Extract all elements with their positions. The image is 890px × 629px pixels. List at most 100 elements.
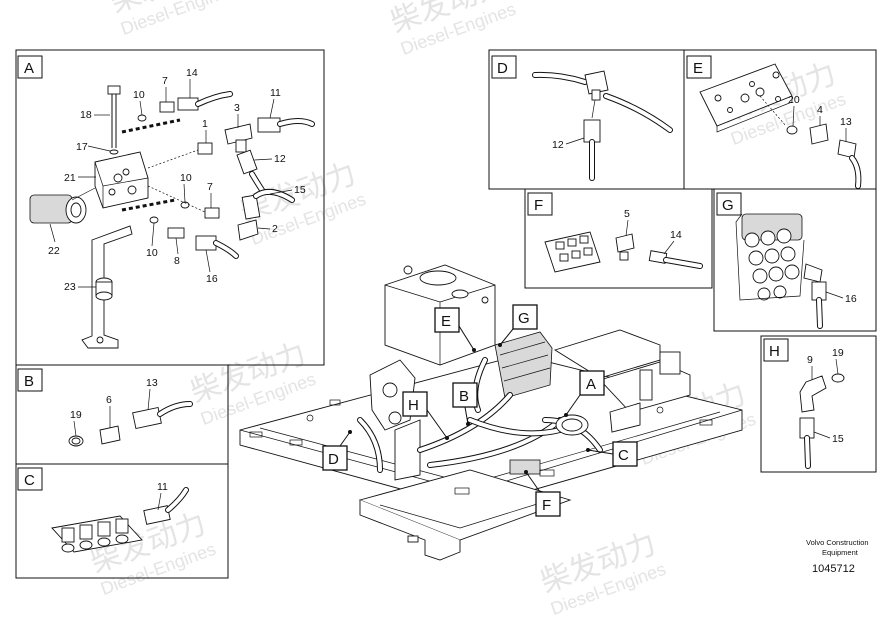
panel-d-label-box [491,55,517,79]
part-num: 19 [832,347,844,359]
brand-line-1: Volvo Construction [806,538,869,547]
panel-d-label: D [497,60,508,77]
panel-d: D 12 [488,49,685,190]
control-valve [494,331,553,399]
bolt-18-head [107,85,121,95]
part-num: 1 [202,118,208,130]
part-num: 4 [817,104,823,116]
part-num: 10 [146,247,158,259]
panel-c-label: C [24,472,35,489]
callout-a: A [564,370,605,417]
part-num: 17 [76,141,88,153]
panel-g-frame [713,188,877,332]
tee-fitting [584,70,609,95]
part-num: 7 [207,181,213,193]
svg-text:G: G [518,310,530,327]
part-num: 16 [206,273,218,285]
panel-g-label-box [716,192,742,216]
brand-line-2: Equipment [822,548,859,557]
panel-g: G 16 [713,188,877,332]
panel-c-label-box [17,467,43,491]
part-num: 9 [807,354,813,366]
frame-details [249,399,713,495]
part-num: 14 [186,67,198,79]
hose-fitting-12 [583,119,601,143]
part-num: 13 [146,377,158,389]
svg-text:D: D [328,451,339,468]
washer-17 [109,149,119,155]
part-num: 11 [270,87,281,99]
panel-g-label: G [722,197,734,214]
washer-10-top [137,114,147,122]
tee-stem [591,89,601,101]
hose-fitting-13 [132,406,162,430]
panel-a: A [15,49,325,366]
washer-10-bottom [149,216,159,224]
svg-text:E: E [441,313,451,330]
document-number: 1045712 [812,563,855,575]
part-num: 19 [70,409,82,421]
panel-b-label: B [24,373,34,390]
part-num: 12 [552,139,564,151]
o-ring-19 [831,373,845,383]
part-num: 14 [670,229,682,241]
svg-text:B: B [459,388,469,405]
o-ring-20 [786,125,798,135]
plate-holes [714,71,781,113]
watermark-1: 柴发动力 Diesel-Engines [106,0,238,39]
panel-e-label: E [693,60,703,77]
tee-3 [224,123,253,145]
part-num: 23 [64,281,76,293]
part-num: 8 [174,255,180,267]
valve-assembly [735,213,805,301]
part-num: 22 [48,245,60,257]
panel-b-label-box [17,368,43,392]
part-num: 10 [133,89,145,101]
part-num: 11 [157,481,168,493]
svg-text:H: H [408,397,419,414]
panel-h-frame [760,335,877,473]
block-ports [555,235,593,262]
callout-e: E [434,307,476,352]
part-num: 21 [64,172,76,184]
callout-f: F [524,470,561,517]
panel-c-frame [15,463,229,579]
panel-f: F 5 14 [524,188,713,289]
tee-5 [615,233,635,253]
callouts: E G A H B D [322,304,638,517]
part-num: 13 [840,116,852,128]
machine-frame [239,264,743,561]
part-num: 10 [180,172,192,184]
part-num: 2 [272,223,278,235]
hose-fitting-12 [236,149,258,175]
part-num: 3 [234,102,240,114]
svg-text:F: F [542,497,551,514]
fitting-7-mid [204,207,220,219]
panel-f-label-box [527,192,553,216]
callout-c: C [586,441,638,467]
part-num: 18 [80,109,92,121]
distribution-block-f [509,459,541,475]
svg-text:A: A [586,376,596,393]
callout-b: B [452,382,478,426]
watermark-7: 柴发动力 Diesel-Engines [536,527,668,619]
part-num: 5 [624,208,630,220]
part-num: 15 [294,184,306,196]
panel-a-label: A [24,60,34,77]
callout-h: H [402,391,449,440]
panel-a-label-box [17,55,43,79]
callout-g: G [498,304,538,347]
part-num: 20 [788,94,800,106]
elbow-9 [799,375,827,413]
svg-text:C: C [618,447,629,464]
panel-h-label-box [763,338,789,362]
part-num: 6 [106,394,112,406]
bracket-23 [81,225,133,349]
elbow-2 [237,219,259,241]
fitting-6 [99,425,121,445]
panel-e-label-box [686,55,712,79]
hose-fitting-11 [257,117,281,133]
callout-d: D [322,430,352,471]
fitting-1 [197,142,213,155]
